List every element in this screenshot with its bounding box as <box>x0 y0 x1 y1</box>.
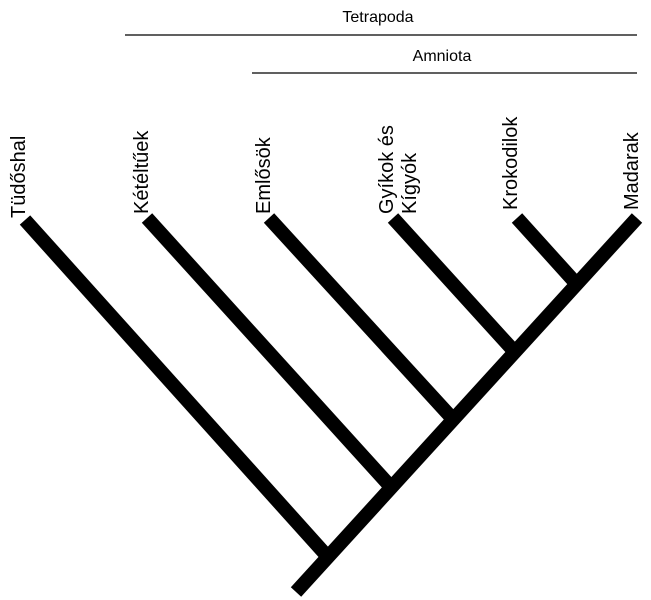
taxon-label-mammals: Emlősök <box>253 136 275 214</box>
branch-lizards-snakes <box>387 213 519 355</box>
taxon-label-birds: Madarak <box>621 131 643 210</box>
tetrapoda-label: Tetrapoda <box>342 9 413 26</box>
taxon-label-lizards-line2: Kígyók <box>399 152 421 214</box>
trunk-branch <box>290 213 643 597</box>
branch-amphibians <box>141 213 396 491</box>
branch-lungfish <box>19 215 333 561</box>
taxon-label-lizards-line1: Gyíkok és <box>376 125 398 214</box>
amniota-label: Amniota <box>413 48 472 65</box>
branch-crocodiles <box>511 213 579 285</box>
taxon-label-crocodiles: Krokodilok <box>500 116 522 210</box>
branch-mammals <box>263 213 457 422</box>
taxon-label-lungfish: Tüdőshal <box>8 136 30 218</box>
taxon-label-amphibians: Kétéltűek <box>131 130 153 214</box>
